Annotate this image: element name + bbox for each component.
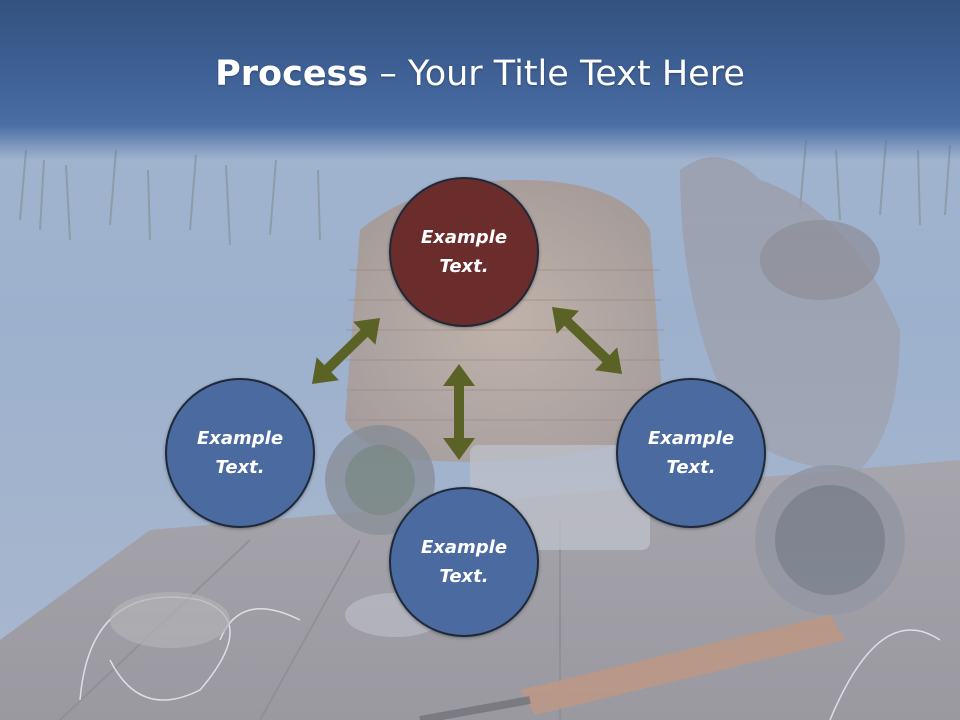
process-node-right[interactable]: Example Text. [616,378,766,528]
process-node-top[interactable]: Example Text. [389,177,539,327]
node-label: Example Text. [420,227,508,277]
node-label: Example Text. [647,428,735,478]
node-label: Example Text. [196,428,284,478]
title-band [0,0,960,160]
node-label: Example Text. [420,537,508,587]
slide-title: Process – Your Title Text Here [0,52,960,96]
arrow-top-left [312,318,380,384]
arrow-top-right [552,307,622,374]
process-node-left[interactable]: Example Text. [165,378,315,528]
title-rest: – Your Title Text Here [368,54,745,94]
arrow-top-bottom [443,364,475,460]
process-node-bottom[interactable]: Example Text. [389,487,539,637]
title-bold: Process [215,54,369,94]
